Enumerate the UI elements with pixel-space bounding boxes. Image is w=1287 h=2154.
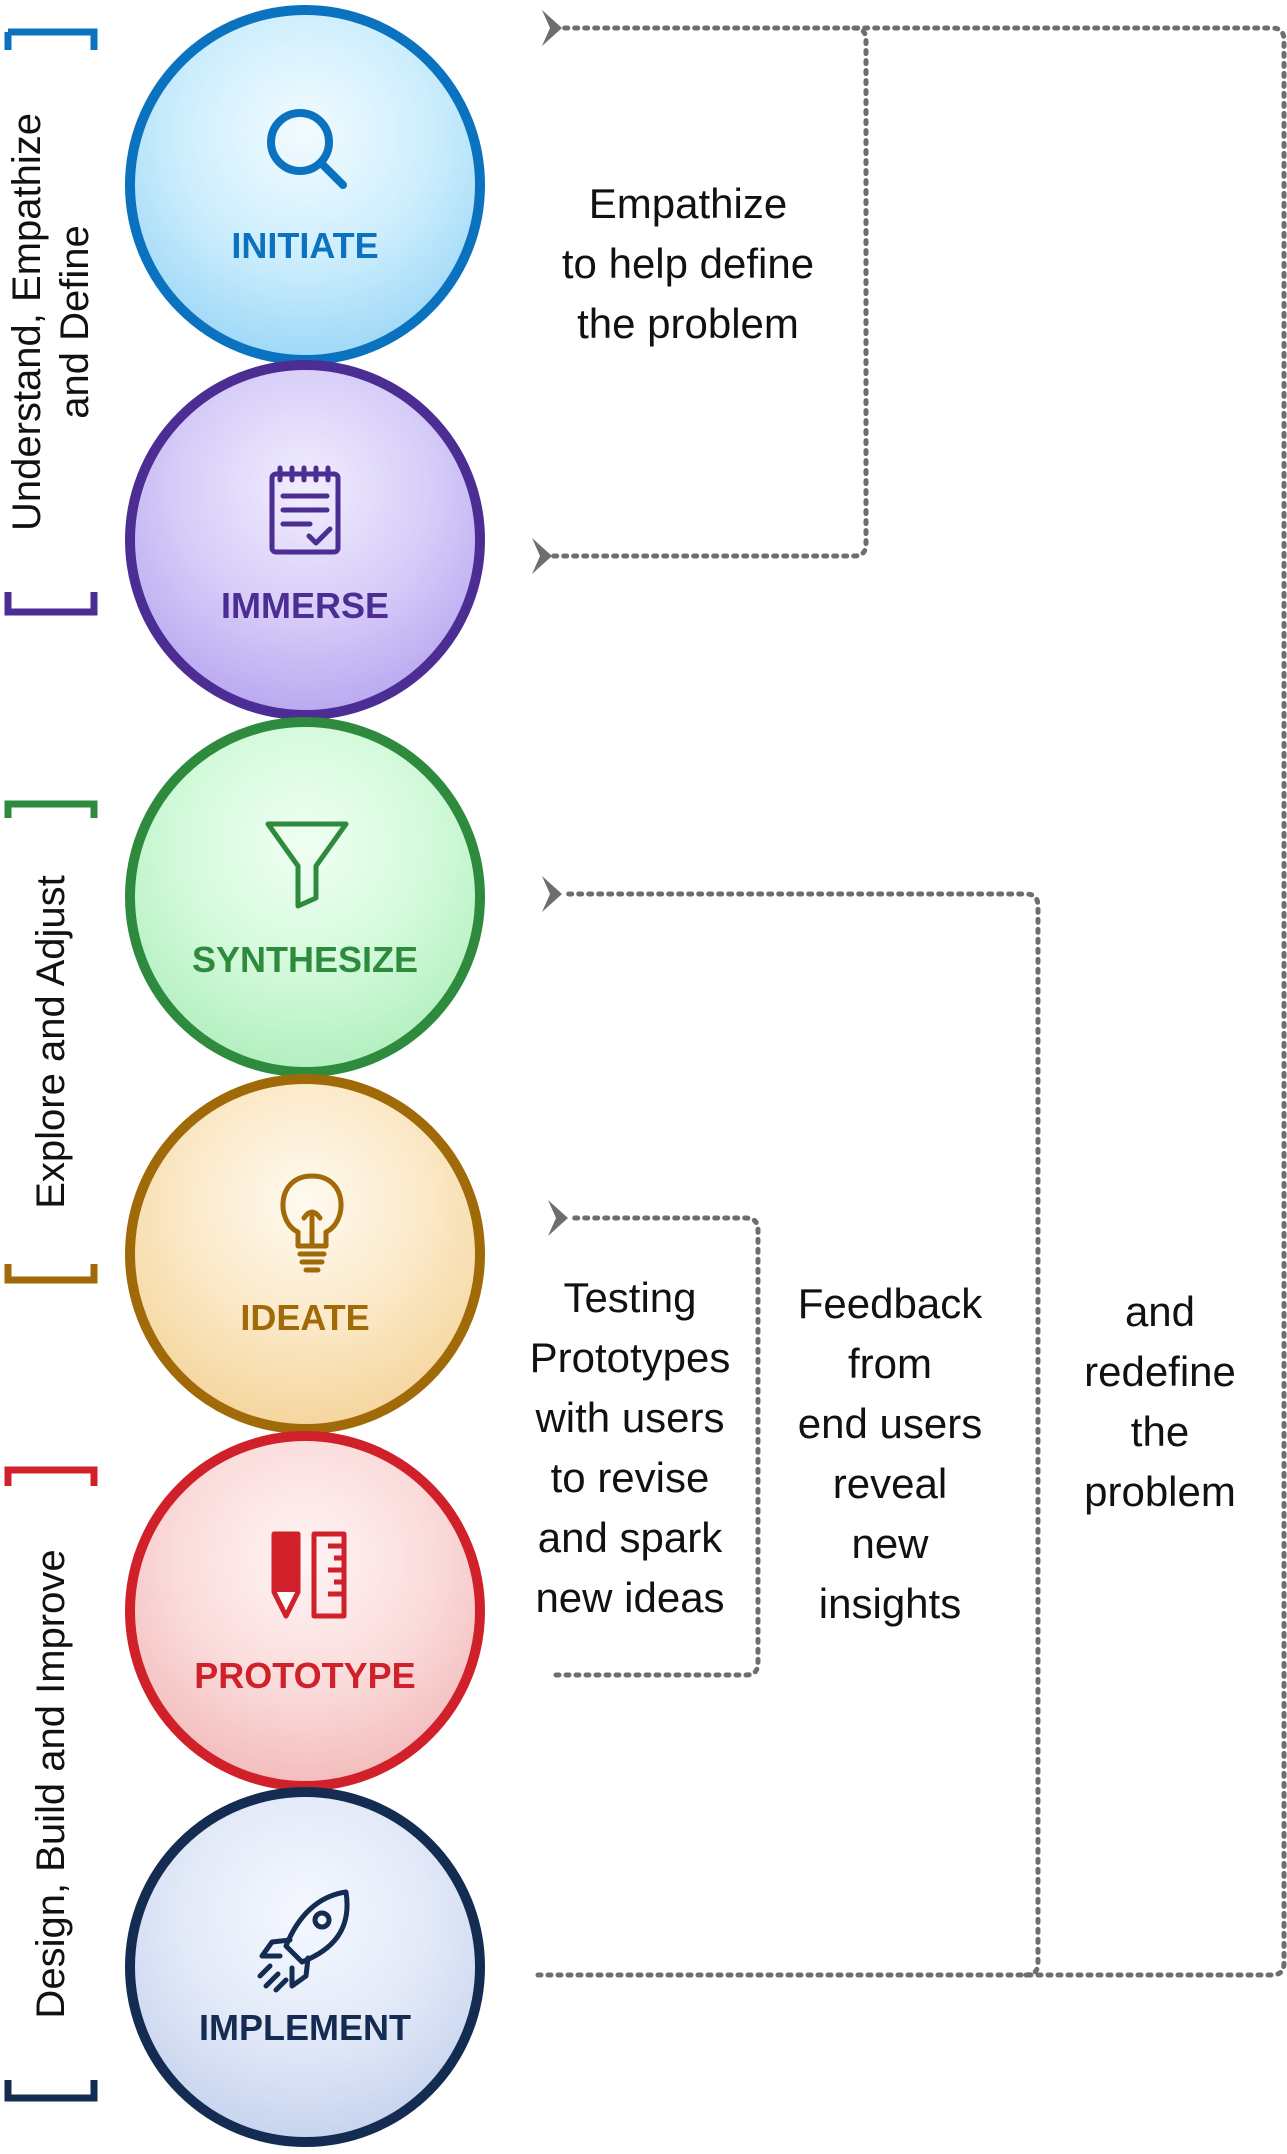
lightbulb-icon xyxy=(280,1173,344,1273)
bracket-top xyxy=(4,1466,98,1486)
empathize-loop-text: Empathize to help define the problem xyxy=(562,180,814,347)
loop-text-line: Feedback xyxy=(798,1280,983,1327)
group-understand: Understand, Empathize and Define xyxy=(4,28,98,616)
phase-label: INITIATE xyxy=(231,225,378,266)
loop-text-line: insights xyxy=(819,1580,961,1627)
loop-text-line: new xyxy=(851,1520,929,1567)
bracket-top xyxy=(4,800,98,818)
rocket-icon xyxy=(257,1889,350,1993)
phase-label: IMMERSE xyxy=(221,585,389,626)
loop-text-line: Testing xyxy=(563,1274,696,1321)
loop-text-line: reveal xyxy=(833,1460,947,1507)
phase-label: PROTOTYPE xyxy=(194,1655,415,1696)
loop-text-line: the problem xyxy=(577,300,799,347)
feedback-loop-text: Feedback from end users reveal new insig… xyxy=(798,1280,983,1627)
loop-text-line: and xyxy=(1125,1288,1195,1335)
phase-prototype: PROTOTYPE xyxy=(125,1431,485,1791)
bracket-bottom xyxy=(4,592,98,616)
loop-text-line: new ideas xyxy=(535,1574,724,1621)
loop-text-line: and spark xyxy=(538,1514,723,1561)
testing-loop-arrow xyxy=(548,1200,761,1678)
phase-immerse: IMMERSE xyxy=(125,360,485,720)
phase-synthesize: SYNTHESIZE xyxy=(125,717,485,1077)
phase-implement: IMPLEMENT xyxy=(125,1787,485,2147)
group-label-line: Design, Build and Improve xyxy=(29,1549,73,2018)
loop-text-line: from xyxy=(848,1340,932,1387)
group-explore: Explore and Adjust xyxy=(4,800,98,1284)
redefine-loop-arrow xyxy=(535,10,1287,1978)
loop-text-line: with users xyxy=(534,1394,724,1441)
funnel-icon xyxy=(265,821,349,909)
phase-label: SYNTHESIZE xyxy=(192,939,418,980)
group-design: Design, Build and Improve xyxy=(4,1466,98,2102)
group-label-line: Understand, Empathize xyxy=(5,113,49,531)
phase-ideate: IDEATE xyxy=(125,1074,485,1434)
phase-initiate: INITIATE xyxy=(125,5,485,365)
phase-circle xyxy=(125,360,485,720)
loop-text-line: the xyxy=(1131,1408,1189,1455)
redefine-loop-text: and redefine the problem xyxy=(1084,1288,1236,1515)
loop-text-line: Prototypes xyxy=(530,1334,731,1381)
notepad-checklist-icon xyxy=(269,465,341,555)
bracket-bottom xyxy=(4,2080,98,2102)
loop-arrows xyxy=(532,10,1287,1978)
phase-circle xyxy=(125,717,485,1077)
group-label-line: Explore and Adjust xyxy=(29,875,73,1209)
loop-text-line: redefine xyxy=(1084,1348,1236,1395)
phase-circle xyxy=(125,1431,485,1791)
phase-label: IMPLEMENT xyxy=(199,2007,411,2048)
loop-text-line: to revise xyxy=(551,1454,710,1501)
phase-label: IDEATE xyxy=(240,1297,369,1338)
loop-text-line: Empathize xyxy=(589,180,787,227)
search-icon xyxy=(267,109,347,189)
phase-circle xyxy=(125,5,485,365)
group-label-line: and Define xyxy=(53,225,97,418)
bracket-top xyxy=(4,28,98,50)
bracket-bottom xyxy=(4,1264,98,1284)
testing-loop-text: Testing Prototypes with users to revise … xyxy=(530,1274,731,1621)
empathize-loop-arrow xyxy=(532,25,869,574)
feedback-loop-arrow xyxy=(542,876,1041,1978)
pencil-ruler-icon xyxy=(271,1531,347,1619)
loop-text-line: problem xyxy=(1084,1468,1236,1515)
loop-text-line: to help define xyxy=(562,240,814,287)
loop-text-line: end users xyxy=(798,1400,982,1447)
